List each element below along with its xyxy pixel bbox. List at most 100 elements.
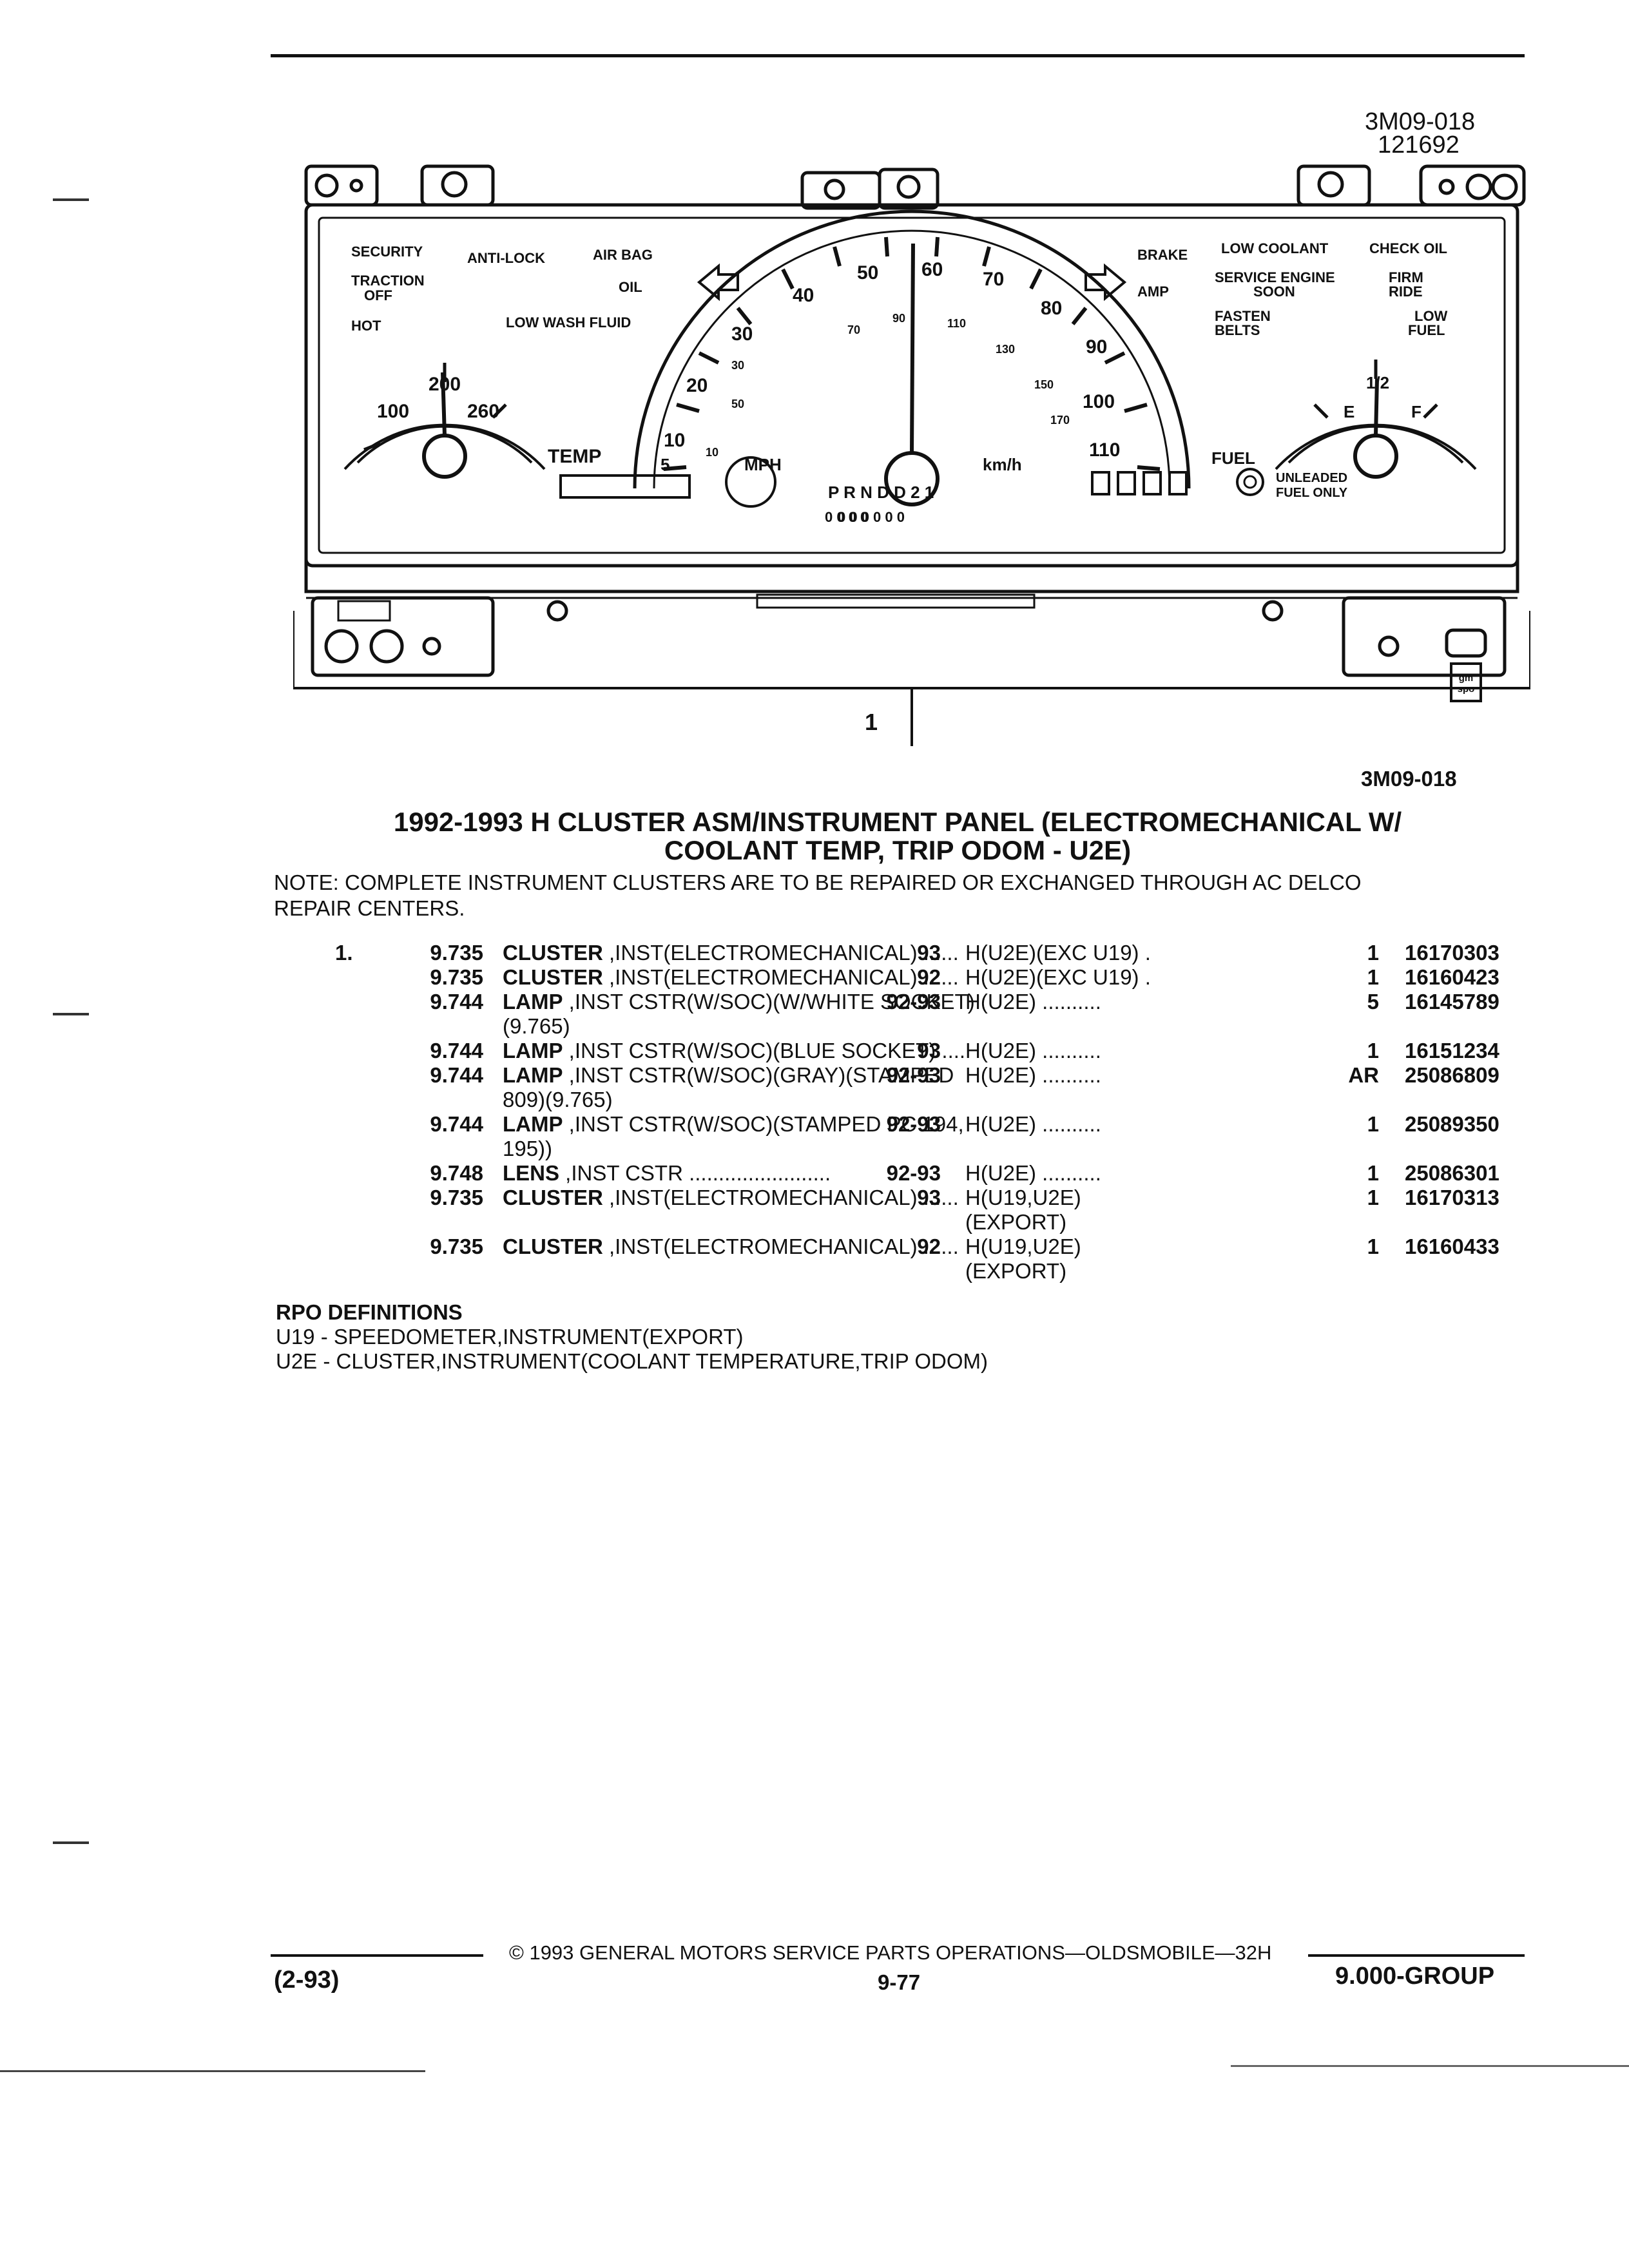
footer-date: (2-93) [274,1966,340,1994]
low-coolant-indicator: LOW COOLANT [1221,240,1329,256]
part-ref: 1. [335,941,353,965]
part-level: 9.735 [430,941,483,965]
figure-date: 121692 [1378,131,1460,159]
traction-indicator: TRACTION [351,273,425,289]
scan-mark [53,198,89,201]
fasten-belts-indicator-2: BELTS [1215,322,1260,338]
temp-tick-260: 260 [467,401,499,422]
part-level: 9.744 [430,990,483,1014]
part-qty: 5 [1367,990,1379,1014]
part-year: 92-93 [886,1112,941,1136]
part-year: 93 [917,1186,941,1209]
speedo-unit-kmh: km/h [983,455,1022,474]
mph-tick-30: 30 [731,323,753,345]
part-usage: H(U2E)(EXC U19) . [965,965,1151,989]
temp-label: TEMP [548,446,601,467]
part-number: 16145789 [1405,990,1499,1014]
part-qty: 1 [1367,1235,1379,1258]
kmh-tick-30: 30 [731,359,744,372]
page-number: 9-77 [878,1970,921,1994]
part-year: 92-93 [886,1063,941,1087]
speedo-low-end: 5 [660,455,670,474]
part-usage: H(U2E) .......... [965,1039,1101,1062]
security-indicator: SECURITY [351,244,423,260]
part-description-cont: 195)) [503,1137,553,1160]
firm-ride-indicator-2: RIDE [1389,284,1423,300]
kmh-tick-170: 170 [1050,414,1070,427]
low-wash-fluid-indicator: LOW WASH FLUID [506,314,631,331]
part-description: CLUSTER ,INST(ELECTROMECHANICAL) ...... [503,1235,959,1258]
part-qty: 1 [1367,1186,1379,1209]
part-usage: H(U19,U2E) [965,1235,1081,1258]
part-qty: 1 [1367,965,1379,989]
part-usage: H(U2E) .......... [965,990,1101,1014]
mph-tick-90: 90 [1086,336,1107,358]
part-year: 92 [917,1235,941,1258]
footer-copyright: © 1993 GENERAL MOTORS SERVICE PARTS OPER… [509,1941,1272,1964]
part-usage: H(U2E) .......... [965,1112,1101,1136]
part-qty: 1 [1367,941,1379,965]
scan-line [0,2070,425,2072]
part-year: 92-93 [886,1161,941,1185]
part-description: LENS ,INST CSTR ........................ [503,1161,831,1185]
fuel-only-label: FUEL ONLY [1276,486,1348,500]
parts-row: 9.735 CLUSTER ,INST(ELECTROMECHANICAL) .… [335,1186,1514,1235]
part-year: 93 [917,1039,941,1062]
kmh-tick-150: 150 [1034,378,1054,391]
note-line-2: REPAIR CENTERS. [274,896,465,920]
figure-id: 3M09-018 [1365,108,1476,135]
fasten-belts-indicator: FASTEN [1215,308,1271,324]
part-usage: H(U2E) .......... [965,1063,1101,1087]
temp-tick-200: 200 [429,374,461,395]
part-number: 16160433 [1405,1235,1499,1258]
parts-row: 9.735 CLUSTER ,INST(ELECTROMECHANICAL) .… [335,1235,1514,1283]
mph-tick-40: 40 [793,285,814,306]
part-description-cont: 809)(9.765) [503,1088,613,1111]
part-description: CLUSTER ,INST(ELECTROMECHANICAL) ...... [503,965,959,989]
rpo-heading: RPO DEFINITIONS [276,1300,463,1324]
fuel-tick-f: F [1411,402,1422,421]
mph-tick-50: 50 [857,262,878,284]
check-oil-indicator: CHECK OIL [1369,240,1447,256]
rpo-item: U19 - SPEEDOMETER,INSTRUMENT(EXPORT) [276,1325,744,1349]
part-level: 9.735 [430,965,483,989]
note-line-1: NOTE: COMPLETE INSTRUMENT CLUSTERS ARE T… [274,870,1362,894]
speedo-unit-mph: MPH [744,455,782,474]
kmh-tick-70: 70 [847,323,860,336]
mph-tick-80: 80 [1041,298,1062,319]
fuel-label: FUEL [1211,448,1255,468]
kmh-tick-90: 90 [892,312,905,325]
rpo-definitions: RPO DEFINITIONS U19 - SPEEDOMETER,INSTRU… [276,1300,1500,1374]
footer-rule-right [1308,1954,1525,1957]
part-description: LAMP ,INST CSTR(W/SOC)(GRAY)(STAMPED [503,1063,954,1087]
mph-tick-100: 100 [1083,391,1115,412]
mph-tick-20: 20 [686,375,708,396]
title-line-1: 1992-1993 H CLUSTER ASM/INSTRUMENT PANEL… [393,807,1402,837]
part-number: 25089350 [1405,1112,1499,1136]
oil-indicator: OIL [619,279,642,295]
fuel-tick-half: 1/2 [1366,373,1389,392]
part-number: 25086301 [1405,1161,1499,1185]
part-year: 92-93 [886,990,941,1014]
callout-number: 1 [865,709,878,735]
fuel-tick-e: E [1344,402,1354,421]
part-qty: 1 [1367,1161,1379,1185]
temp-tick-100: 100 [377,401,409,422]
parts-row: 9.748 LENS ,INST CSTR ..................… [335,1161,1514,1186]
airbag-indicator: AIR BAG [593,247,653,263]
part-description: CLUSTER ,INST(ELECTROMECHANICAL) ...... [503,941,959,965]
part-usage: H(U2E)(EXC U19) . [965,941,1151,965]
page-title: 1992-1993 H CLUSTER ASM/INSTRUMENT PANEL… [271,808,1525,865]
top-rule [271,54,1525,57]
unleaded-label: UNLEADED [1276,471,1347,485]
part-year: 92 [917,965,941,989]
part-level: 9.735 [430,1235,483,1258]
scan-mark [53,1013,89,1015]
part-level: 9.748 [430,1161,483,1185]
part-description: CLUSTER ,INST(ELECTROMECHANICAL) ...... [503,1186,959,1209]
part-number: 16170303 [1405,941,1499,965]
trip-digit: 0 0 0 0 [825,509,868,525]
firm-ride-indicator: FIRM [1389,269,1423,285]
kmh-tick-50: 50 [731,398,744,410]
title-line-2: COOLANT TEMP, TRIP ODOM - U2E) [664,835,1132,865]
